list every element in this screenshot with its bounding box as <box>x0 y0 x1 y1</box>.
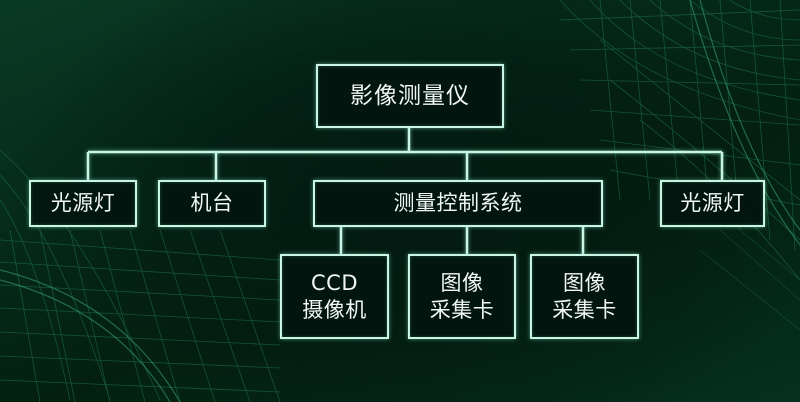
node-machine-stage[interactable]: 机台 <box>158 180 266 227</box>
node-label-line1: 图像 <box>440 270 484 295</box>
node-label-line1: CCD <box>311 270 358 295</box>
node-label: 影像测量仪 <box>350 82 470 109</box>
node-label: 机台 <box>190 191 234 215</box>
node-light-source-right[interactable]: 光源灯 <box>660 180 765 227</box>
node-label-line2: 摄像机 <box>302 297 367 322</box>
node-light-source-left[interactable]: 光源灯 <box>29 180 137 227</box>
node-measurement-control-system[interactable]: 测量控制系统 <box>313 180 603 227</box>
node-image-capture-card-1[interactable]: 图像 采集卡 <box>408 254 516 339</box>
node-image-capture-card-2[interactable]: 图像 采集卡 <box>530 254 639 339</box>
node-label-line2: 采集卡 <box>429 297 495 322</box>
node-label-line2: 采集卡 <box>552 297 617 322</box>
node-label: 光源灯 <box>50 191 116 215</box>
node-label-line1: 图像 <box>563 270 606 295</box>
node-imaging-measuring-instrument[interactable]: 影像测量仪 <box>316 64 504 128</box>
node-label: 光源灯 <box>680 191 745 215</box>
node-label: 测量控制系统 <box>393 191 523 215</box>
node-ccd-camera[interactable]: CCD 摄像机 <box>280 254 389 339</box>
